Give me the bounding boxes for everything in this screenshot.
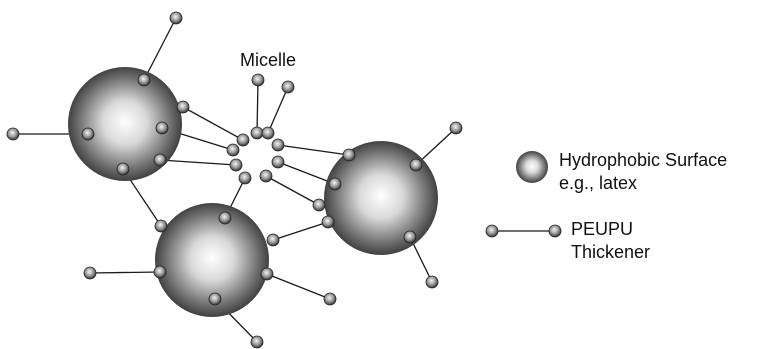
bead bbox=[238, 171, 252, 185]
bead bbox=[250, 126, 264, 140]
bead bbox=[81, 127, 95, 141]
bead bbox=[236, 133, 250, 147]
bead bbox=[260, 267, 274, 281]
chain-line bbox=[182, 106, 244, 141]
bead bbox=[328, 177, 342, 191]
hydrophobic-spheres bbox=[68, 67, 548, 317]
chain-line bbox=[256, 79, 259, 134]
hydrophobic-beads bbox=[6, 11, 562, 349]
latex-sphere bbox=[324, 141, 438, 255]
bead bbox=[266, 233, 280, 247]
bead bbox=[403, 230, 417, 244]
bead bbox=[259, 169, 273, 183]
bead bbox=[208, 292, 222, 306]
bead bbox=[229, 158, 243, 172]
bead bbox=[250, 335, 264, 349]
bead bbox=[137, 73, 151, 87]
bead bbox=[154, 219, 168, 233]
bead bbox=[176, 100, 190, 114]
chain-line bbox=[272, 221, 329, 241]
bead bbox=[251, 73, 265, 87]
bead bbox=[155, 121, 169, 135]
bead bbox=[409, 158, 423, 172]
chain-line bbox=[415, 127, 457, 166]
bead bbox=[323, 292, 337, 306]
latex-sphere bbox=[155, 203, 269, 317]
legend-bead-left bbox=[485, 224, 499, 238]
bead bbox=[281, 80, 295, 94]
chain-line bbox=[89, 271, 161, 274]
bead bbox=[271, 138, 285, 152]
legend-bead-right bbox=[548, 224, 562, 238]
bead bbox=[342, 148, 356, 162]
bead bbox=[6, 127, 20, 141]
bead bbox=[449, 121, 463, 135]
micelle-label: Micelle bbox=[240, 50, 297, 70]
latex-sphere bbox=[68, 67, 182, 181]
chain-line bbox=[265, 175, 320, 206]
bead bbox=[83, 266, 97, 280]
hydrophobic-surface-label: Hydrophobic Surface bbox=[559, 150, 728, 170]
bead bbox=[153, 265, 167, 279]
chain-line bbox=[267, 86, 289, 134]
chain-line bbox=[266, 273, 331, 300]
bead bbox=[321, 215, 335, 229]
chain-line bbox=[277, 161, 336, 185]
hydrophobic-surface-example-label: e.g., latex bbox=[559, 173, 638, 193]
bead bbox=[153, 153, 167, 167]
peupu-label: PEUPU bbox=[571, 219, 634, 239]
chain-line bbox=[159, 159, 237, 166]
chain-line bbox=[277, 144, 350, 156]
bead bbox=[425, 275, 439, 289]
bead bbox=[312, 198, 326, 212]
bead bbox=[271, 155, 285, 169]
bead bbox=[218, 211, 232, 225]
bead bbox=[116, 162, 130, 176]
bead bbox=[261, 126, 275, 140]
legend-sphere bbox=[516, 151, 548, 183]
chain-line bbox=[143, 17, 177, 81]
thickener-label: Thickener bbox=[571, 242, 651, 262]
bead bbox=[169, 11, 183, 25]
bead bbox=[226, 143, 240, 157]
